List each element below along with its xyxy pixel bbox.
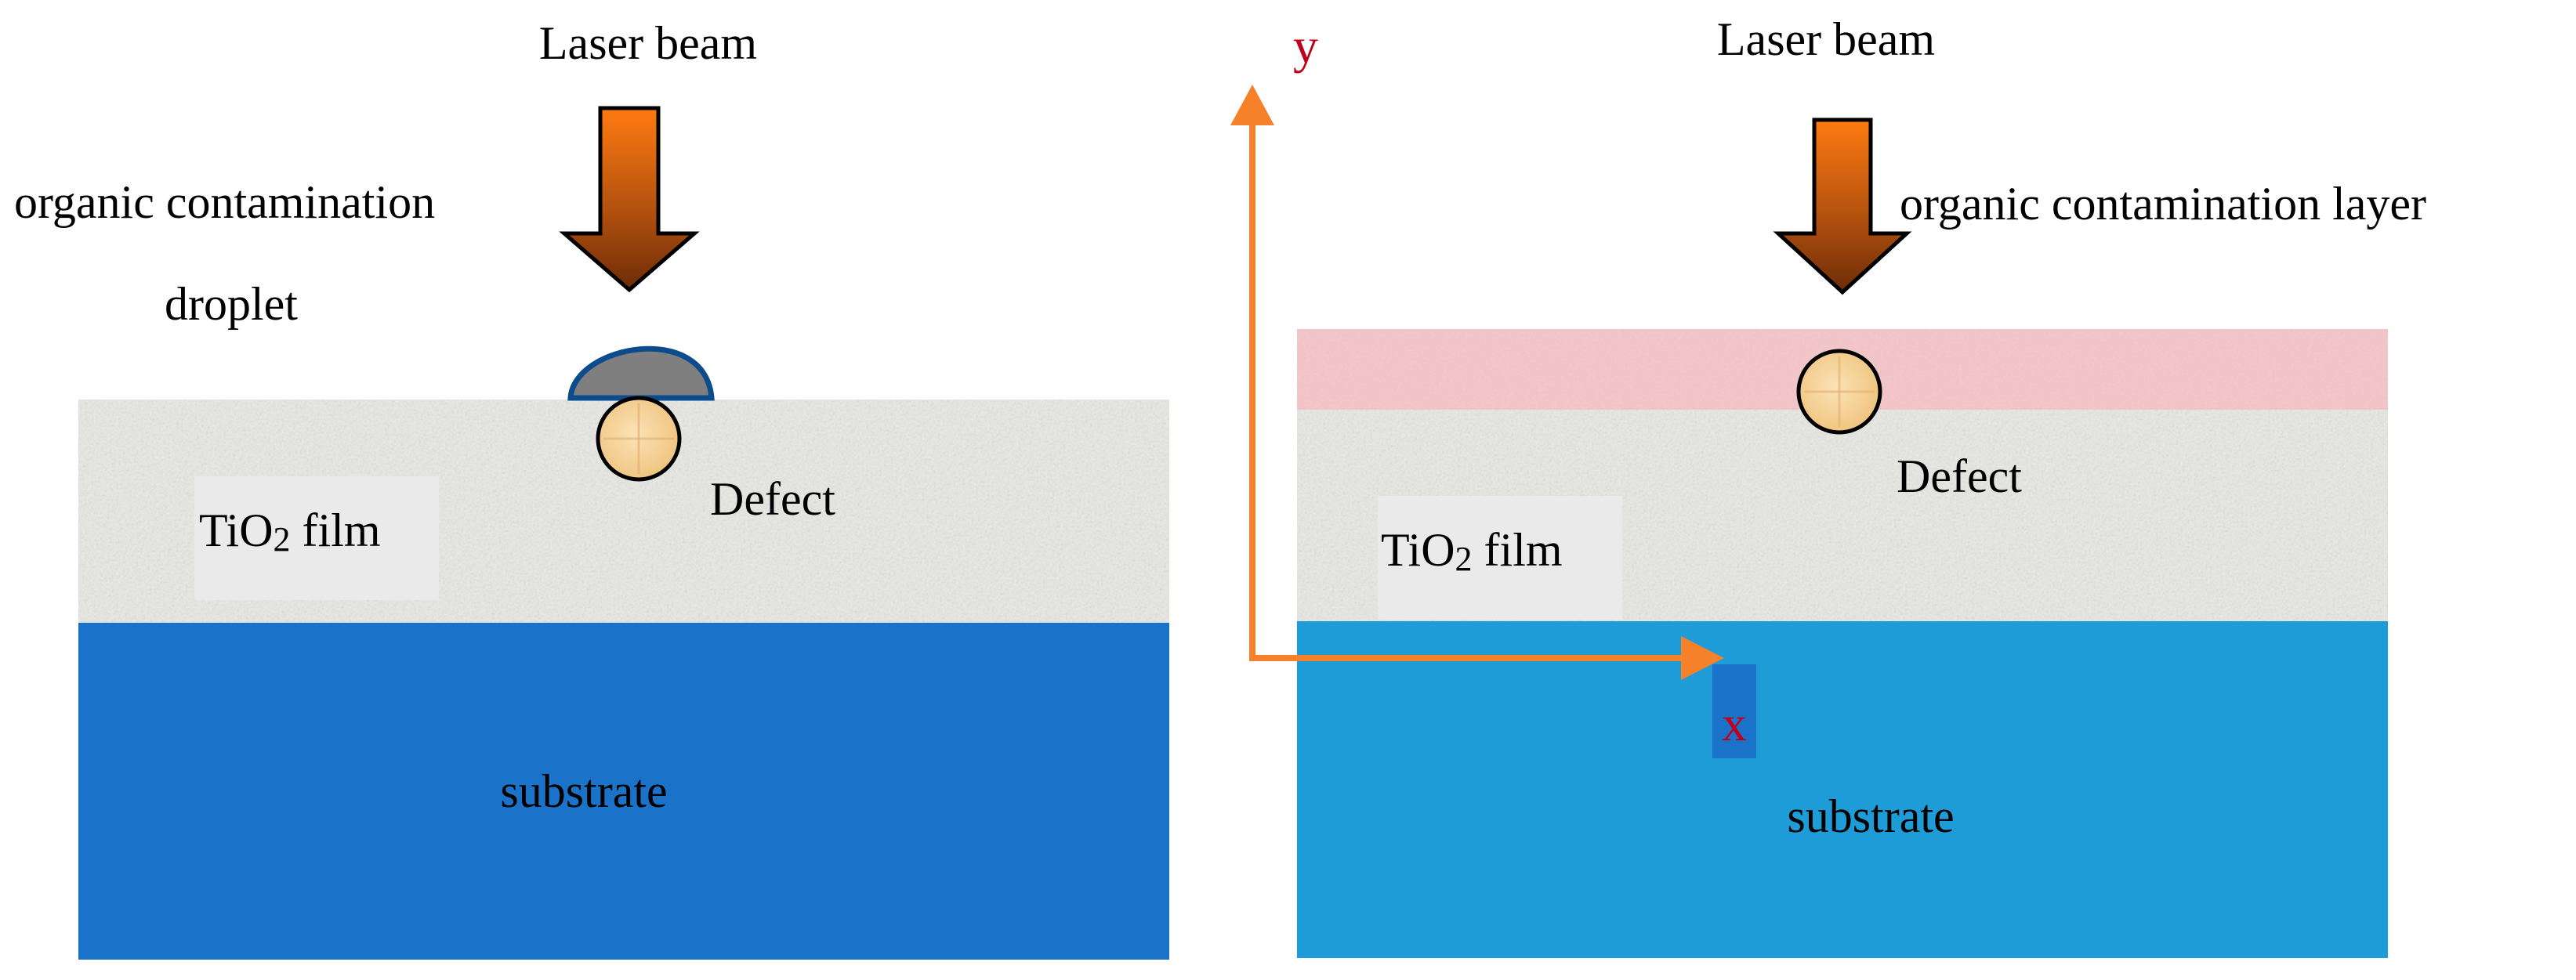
left-defect-label: Defect bbox=[710, 473, 835, 525]
left-contamination-label-line2: droplet bbox=[165, 278, 298, 330]
left-defect-icon bbox=[596, 396, 682, 482]
axis-x-arrowhead-icon bbox=[1681, 636, 1724, 680]
right-panel: Laser beam organic contamination layer T… bbox=[1230, 13, 2426, 958]
coordinate-axes bbox=[1230, 85, 1724, 680]
right-substrate-label: substrate bbox=[1787, 790, 1954, 842]
right-defect-icon bbox=[1796, 349, 1882, 435]
right-film-label: TiO2 film bbox=[1381, 524, 1563, 578]
left-laser-label: Laser beam bbox=[539, 17, 757, 69]
right-film-label-box bbox=[1378, 496, 1622, 620]
right-defect-label: Defect bbox=[1897, 450, 2022, 502]
left-panel: Laser beam organic contamination droplet… bbox=[14, 17, 1169, 960]
right-laser-arrow-icon bbox=[1773, 118, 1912, 295]
left-film-label-box bbox=[194, 476, 439, 600]
right-contamination-label: organic contamination layer bbox=[1900, 178, 2426, 230]
right-substrate bbox=[1297, 621, 2388, 958]
contamination-droplet bbox=[567, 345, 715, 401]
left-film-label: TiO2 film bbox=[199, 504, 381, 559]
axis-x-marker bbox=[1712, 664, 1756, 758]
left-substrate bbox=[78, 623, 1169, 960]
right-laser-label: Laser beam bbox=[1717, 13, 1935, 65]
axis-x-label: x bbox=[1722, 696, 1747, 751]
left-laser-arrow-icon bbox=[559, 106, 700, 293]
axis-y-arrowhead-icon bbox=[1230, 85, 1274, 125]
axis-y-label: y bbox=[1293, 18, 1318, 74]
left-contamination-label-line1: organic contamination bbox=[14, 176, 435, 228]
left-substrate-label: substrate bbox=[500, 765, 667, 817]
